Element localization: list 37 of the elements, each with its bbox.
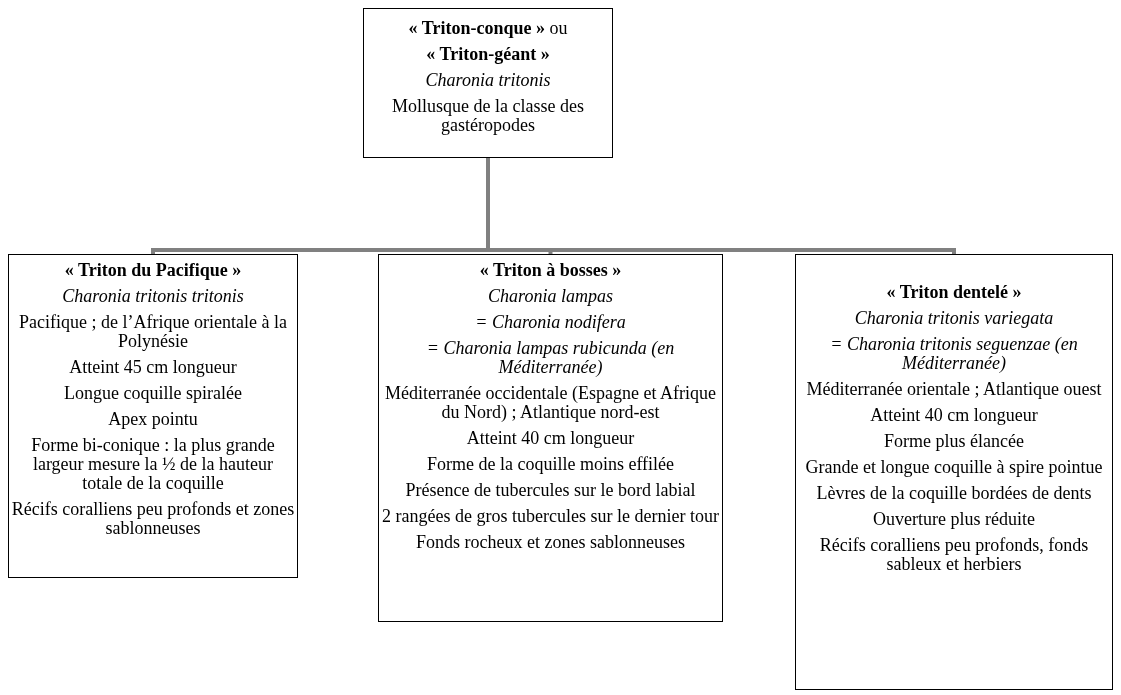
description-text: Fonds rocheux et zones sablonneuses <box>416 533 685 552</box>
description-text: Grande et longue coquille à spire pointue <box>805 458 1103 477</box>
description-text: Méditerranée occidentale (Espagne et Afrique du Nord) ; Atlantique nord-est <box>384 384 717 422</box>
description-text: Ouverture plus réduite <box>873 510 1035 529</box>
description-text: Charonia tritonis variegata <box>854 309 1054 328</box>
description-text: Mollusque de la classe des gastéropodes <box>391 97 585 135</box>
description-text: Forme bi-conique : la plus grande largeur mesure la ½ de la hauteur totale de la coquille <box>30 436 276 493</box>
common-name: « Triton du Pacifique » <box>64 261 242 280</box>
description-text: Récifs coralliens peu profonds, fonds sableux et herbiers <box>818 536 1090 574</box>
description-text: = Charonia lampas rubicunda (en Méditerranée) <box>425 339 676 377</box>
species-box <box>363 8 613 158</box>
connector-line <box>486 158 956 255</box>
description-text: Charonia tritonis <box>425 71 551 90</box>
description-text: Pacifique ; de l’Afrique orientale à la Polynésie <box>18 313 288 351</box>
description-text: 2 rangées de gros tubercules sur le dernier tour <box>382 507 719 526</box>
common-name: « Triton dentelé » <box>886 283 1022 302</box>
species-box <box>795 254 1113 690</box>
description-text: Atteint 45 cm longueur <box>69 358 237 377</box>
description-text: « Triton-géant » <box>426 45 550 64</box>
description-text: Charonia tritonis tritonis <box>62 287 244 306</box>
description-text: Apex pointu <box>108 410 198 429</box>
description-text: Atteint 40 cm longueur <box>870 406 1038 425</box>
common-name: « Triton à bosses » <box>479 261 622 280</box>
description-text: Méditerranée orientale ; Atlantique ouest <box>806 380 1102 399</box>
description-text: Forme de la coquille moins effilée <box>426 455 675 474</box>
description-text: Forme plus élancée <box>884 432 1024 451</box>
description-text: Présence de tubercules sur le bord labial <box>405 481 696 500</box>
description-text: = Charonia tritonis seguenzae (en Méditerranée) <box>829 335 1079 373</box>
description-text: « Triton-conque » ou <box>408 19 568 38</box>
description-text: Charonia lampas <box>488 287 613 306</box>
description-text: Lèvres de la coquille bordées de dents <box>816 484 1092 503</box>
species-box <box>378 254 723 622</box>
description-text: Atteint 40 cm longueur <box>466 429 635 448</box>
species-box <box>8 254 298 578</box>
description-text: Récifs coralliens peu profonds et zones sablonneuses <box>11 500 295 538</box>
description-text: Longue coquille spiralée <box>64 384 242 403</box>
description-text: = Charonia nodifera <box>475 313 626 332</box>
